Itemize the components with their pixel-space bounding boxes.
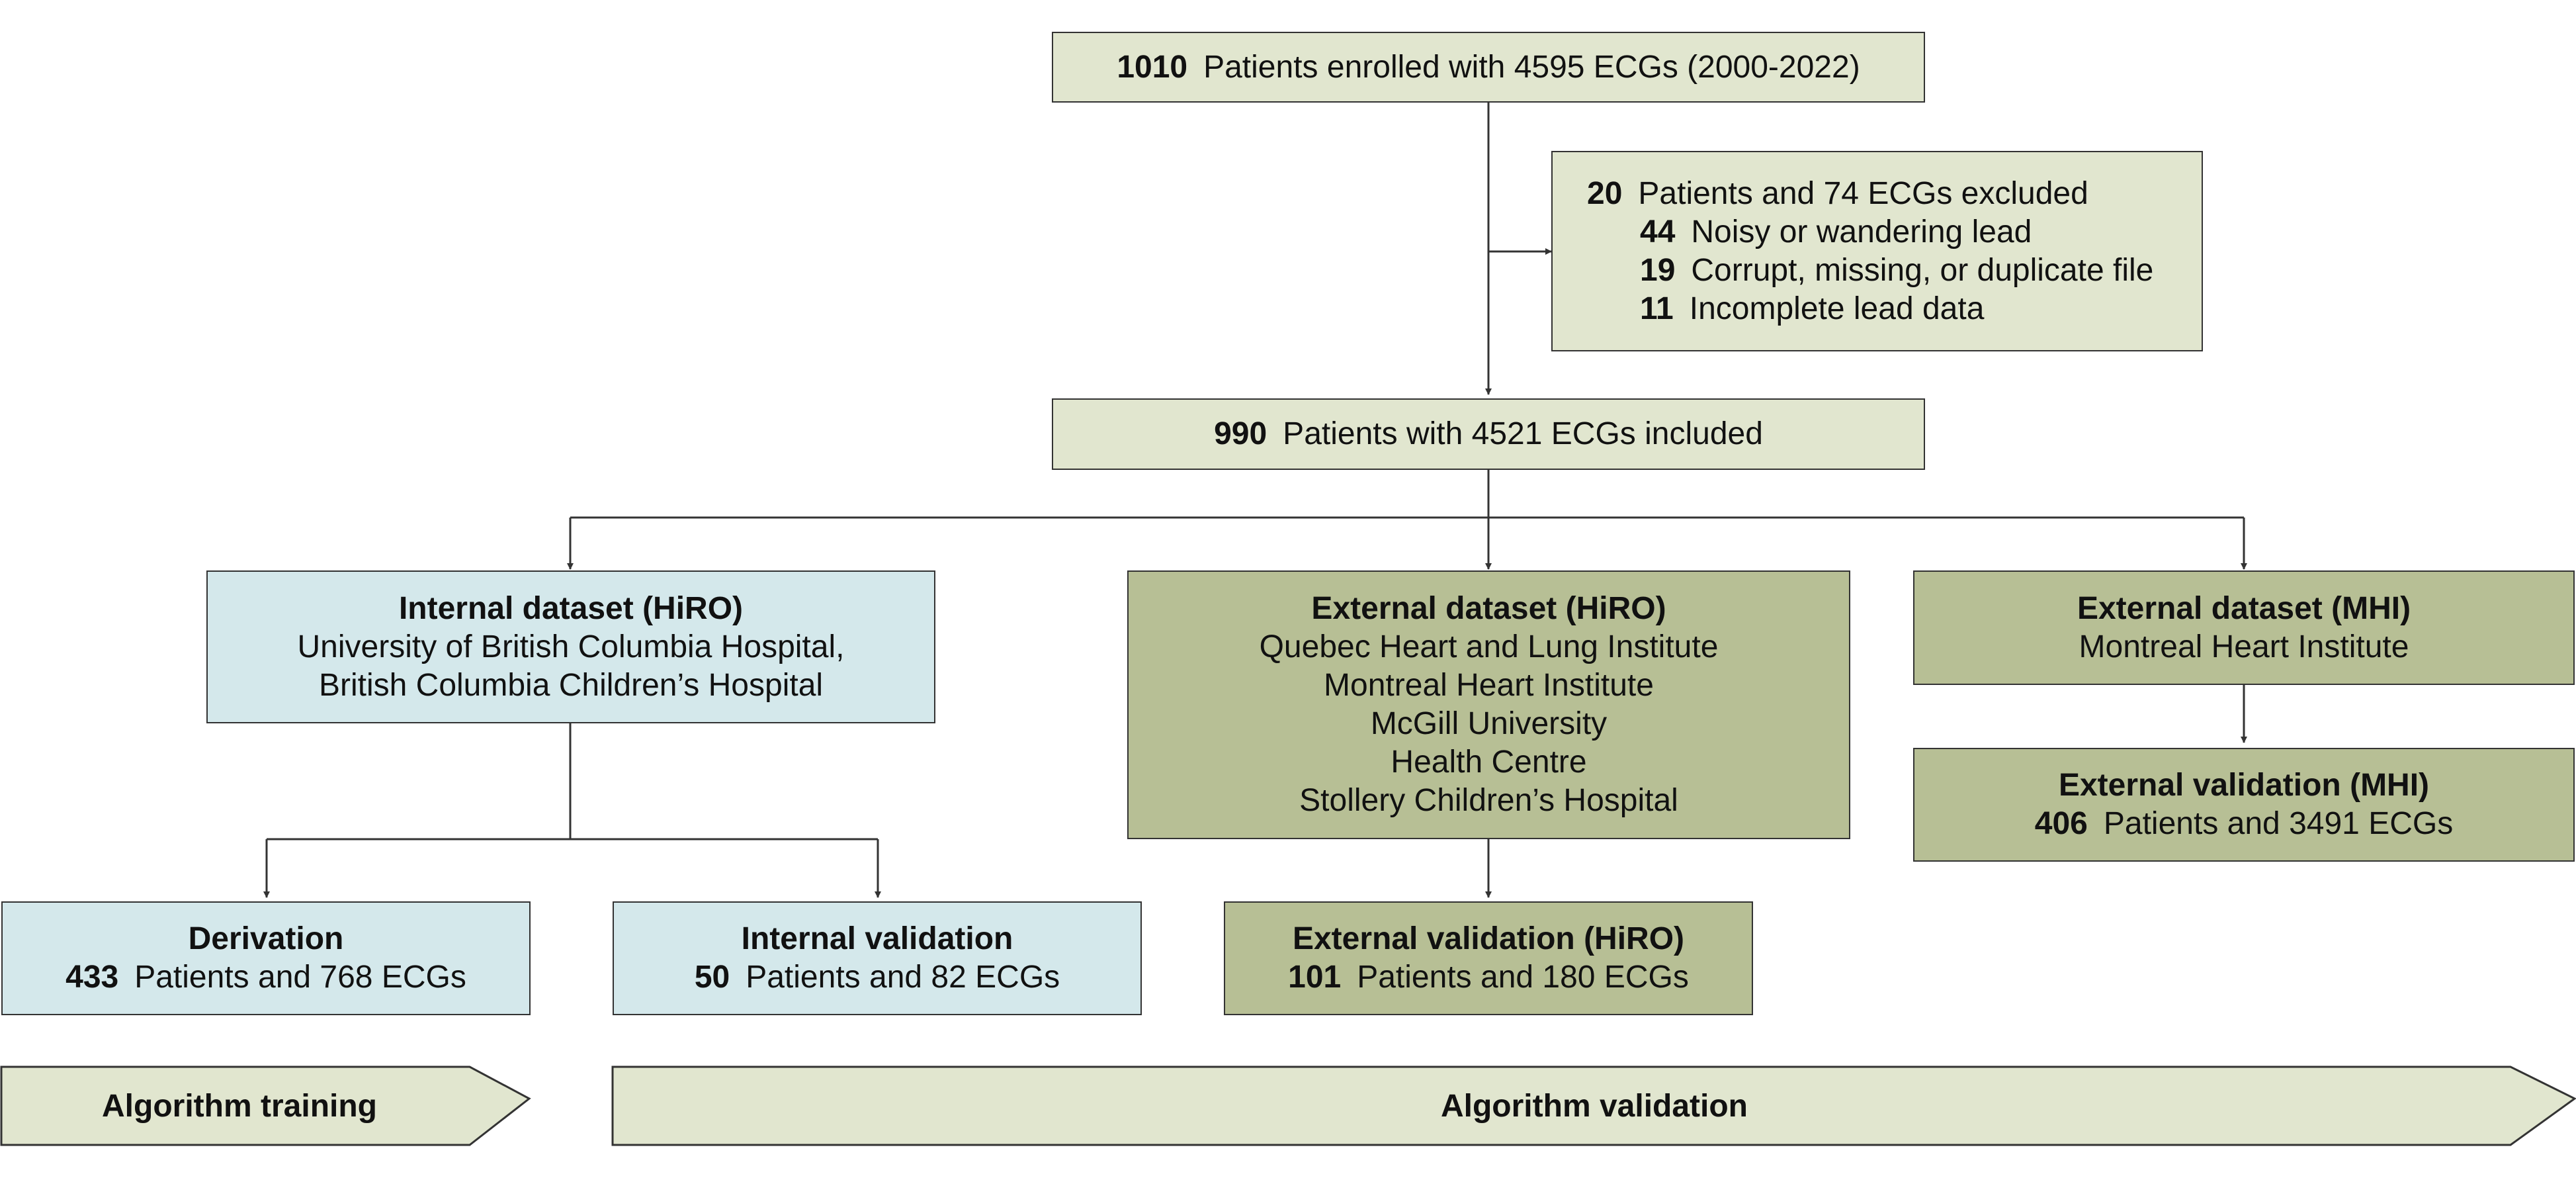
internal-dataset-title: Internal dataset (HiRO) [398,590,744,626]
external-validation-mhi-text: Patients and 3491 ECGs [2103,806,2454,841]
internal-validation-text: Patients and 82 ECGs [746,960,1060,995]
algorithm-training-arrow [0,1066,531,1146]
excluded-count: 20 [1587,175,1623,211]
algorithm-training-label: Algorithm training [102,1088,377,1124]
enrolled-box: 1010 Patients enrolled with 4595 ECGs (20… [1052,32,1925,103]
external-dataset-hiro-site: Montreal Heart Institute [1324,668,1654,703]
internal-dataset-site: University of British Columbia Hospital, [297,629,845,664]
external-validation-hiro-text: Patients and 180 ECGs [1357,960,1689,995]
algorithm-validation-arrow [611,1066,2576,1146]
derivation-box: Derivation 433 Patients and 768 ECGs [1,901,531,1015]
external-validation-hiro-title: External validation (HiRO) [1292,921,1685,956]
included-count: 990 [1214,416,1267,451]
included-box: 990 Patients with 4521 ECGs included [1052,398,1925,470]
derivation-title: Derivation [188,921,344,956]
internal-dataset-box: Internal dataset (HiRO) University of Br… [206,570,935,723]
external-validation-mhi-count: 406 [2034,806,2088,841]
internal-validation-title: Internal validation [741,921,1013,956]
external-dataset-mhi-box: External dataset (MHI) Montreal Heart In… [1913,570,2575,685]
derivation-text: Patients and 768 ECGs [134,960,466,995]
external-dataset-mhi-title: External dataset (MHI) [2077,590,2411,626]
derivation-count: 433 [65,960,119,995]
external-validation-hiro-box: External validation (HiRO) 101 Patients a… [1224,901,1753,1015]
external-dataset-hiro-box: External dataset (HiRO) Quebec Heart and… [1127,570,1850,839]
enrolled-text: Patients enrolled with 4595 ECGs (2000-2… [1203,49,1860,85]
external-dataset-mhi-site: Montreal Heart Institute [2079,629,2409,664]
external-dataset-hiro-title: External dataset (HiRO) [1311,591,1666,626]
external-validation-mhi-title: External validation (MHI) [2058,768,2430,803]
external-dataset-hiro-site: Quebec Heart and Lung Institute [1259,629,1719,664]
external-validation-hiro-count: 101 [1288,960,1342,995]
internal-validation-box: Internal validation 50 Patients and 82 EC… [613,901,1142,1015]
internal-validation-count: 50 [694,960,730,995]
excluded-text: Patients and 74 ECGs excluded [1638,175,2088,211]
external-dataset-hiro-site: McGill University [1370,706,1608,741]
external-dataset-hiro-site: Stollery Children’s Hospital [1299,783,1678,818]
external-validation-mhi-box: External validation (MHI) 406 Patients an… [1913,748,2575,862]
enrolled-count: 1010 [1117,49,1188,85]
external-dataset-hiro-site: Health Centre [1391,745,1587,780]
internal-dataset-site: British Columbia Children’s Hospital [318,667,824,703]
included-text: Patients with 4521 ECGs included [1283,416,1763,451]
algorithm-validation-label: Algorithm validation [1440,1088,1748,1124]
